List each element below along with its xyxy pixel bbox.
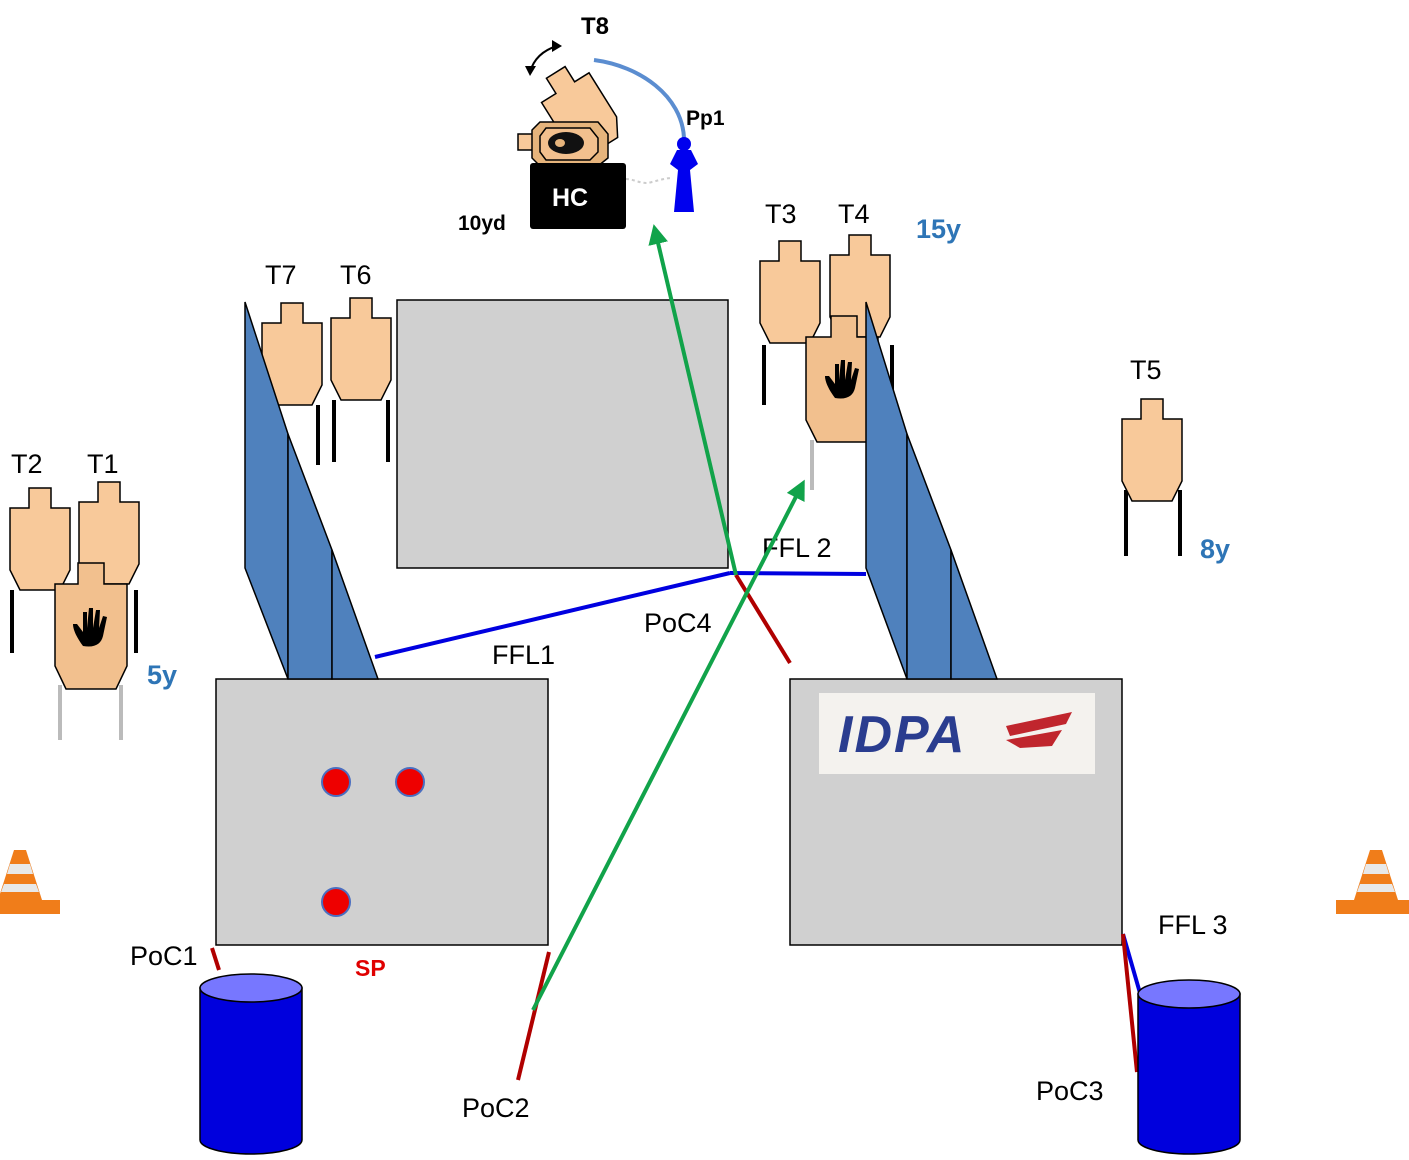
distance-15y: 15y bbox=[916, 214, 961, 244]
no-shoot-hand-icon bbox=[73, 608, 107, 647]
label-poc3: PoC3 bbox=[1036, 1076, 1104, 1106]
wall-left bbox=[244, 301, 380, 680]
target-group-t5: T5 8y bbox=[1121, 355, 1230, 564]
popper-activator-line bbox=[593, 58, 686, 139]
points-of-cover: PoC1 PoC2 PoC3 PoC4 bbox=[130, 573, 1139, 1123]
label-t6: T6 bbox=[340, 260, 372, 290]
label-sp: SP bbox=[355, 955, 386, 981]
head-only-target bbox=[517, 121, 609, 167]
wall-right bbox=[865, 301, 999, 680]
target-t2 bbox=[9, 487, 71, 591]
label-poc1: PoC1 bbox=[130, 941, 198, 971]
barricade-top-center bbox=[396, 299, 729, 569]
target-group-t3-t4: T3 T4 15y bbox=[759, 199, 961, 490]
no-shoot-hand-icon bbox=[825, 360, 859, 399]
path-arrow-poc4-hc bbox=[648, 224, 738, 576]
start-position-dot-icon bbox=[321, 887, 351, 917]
hard-cover-box bbox=[530, 163, 626, 229]
noshoot-t3-t4 bbox=[805, 315, 879, 443]
target-group-t1-t2: T2 T1 5y bbox=[9, 449, 177, 740]
label-hc: HC bbox=[552, 184, 588, 212]
swinger-arrow-icon bbox=[525, 40, 562, 76]
label-ffl1: FFL1 bbox=[492, 640, 555, 670]
label-poc2: PoC2 bbox=[462, 1093, 530, 1123]
start-position: SP bbox=[321, 767, 425, 981]
traffic-cone-icon bbox=[1336, 850, 1409, 914]
label-ffl3: FFL 3 bbox=[1158, 910, 1228, 940]
idpa-logo-text: IDPA bbox=[838, 706, 966, 764]
path-arrow-poc2-t3 bbox=[531, 479, 805, 1011]
barricade-left bbox=[215, 678, 549, 946]
popper-icon bbox=[670, 137, 698, 212]
movement-arrows bbox=[531, 224, 805, 1011]
label-t4: T4 bbox=[838, 199, 870, 229]
label-t1: T1 bbox=[87, 449, 119, 479]
distance-8y: 8y bbox=[1200, 534, 1230, 564]
label-poc4: PoC4 bbox=[644, 608, 712, 638]
start-position-dot-icon bbox=[321, 767, 351, 797]
traffic-cone-icon bbox=[0, 850, 60, 914]
target-group-t8: T8 HC 10yd Pp1 bbox=[458, 13, 725, 235]
label-hc-distance: 10yd bbox=[458, 212, 506, 235]
label-t8: T8 bbox=[581, 13, 609, 40]
label-t3: T3 bbox=[765, 199, 797, 229]
idpa-logo: IDPA bbox=[819, 693, 1095, 774]
target-t5 bbox=[1121, 398, 1183, 502]
target-t3 bbox=[759, 240, 821, 344]
noshoot-t1-t2 bbox=[54, 562, 128, 690]
fault-lines: FFL1 FFL 2 FFL 3 bbox=[374, 533, 1228, 1001]
start-position-dot-icon bbox=[395, 767, 425, 797]
barrel-right bbox=[1137, 979, 1241, 1155]
label-ffl2: FFL 2 bbox=[762, 533, 832, 563]
label-t2: T2 bbox=[11, 449, 43, 479]
distance-5y: 5y bbox=[147, 660, 177, 690]
barrel-left bbox=[199, 973, 303, 1155]
label-t7: T7 bbox=[265, 260, 297, 290]
target-t6 bbox=[330, 297, 392, 401]
label-t5: T5 bbox=[1130, 355, 1162, 385]
label-pp1: Pp1 bbox=[686, 107, 725, 130]
